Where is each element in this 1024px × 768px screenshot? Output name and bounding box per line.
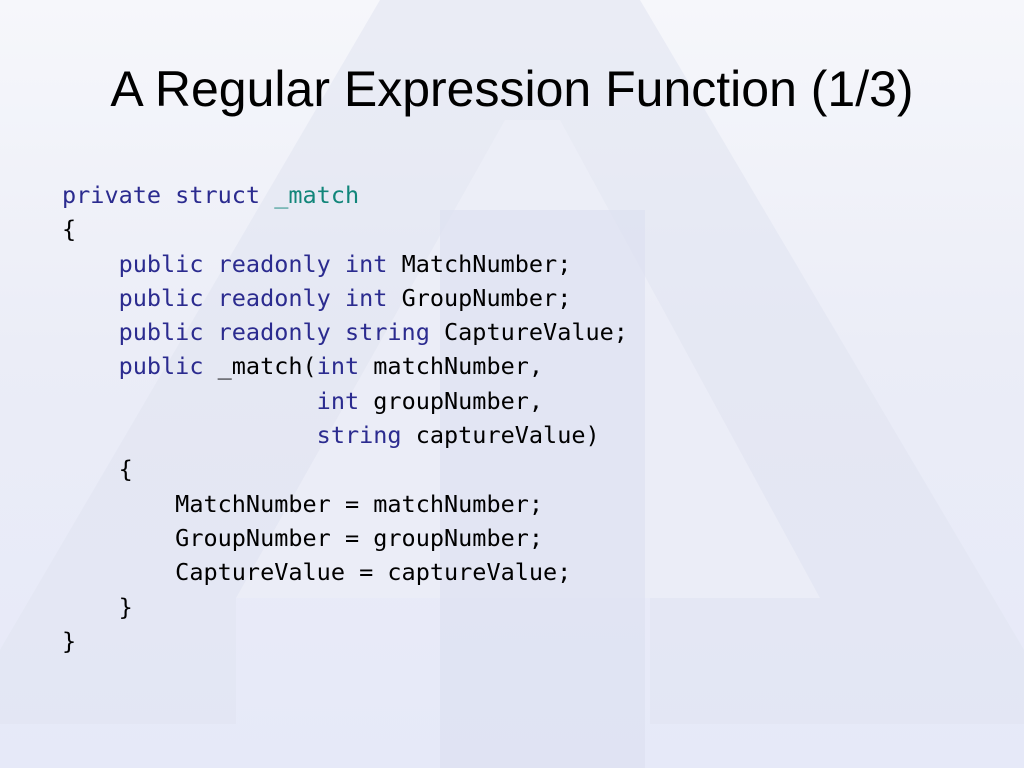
code-line: public readonly int GroupNumber; [62, 281, 628, 315]
code-line: } [62, 624, 628, 658]
code-text [62, 421, 317, 449]
code-keyword: int [316, 352, 360, 381]
code-text [62, 284, 119, 312]
code-text: MatchNumber; [387, 249, 572, 278]
code-line: { [62, 212, 628, 246]
code-text: groupNumber, [359, 386, 544, 415]
code-text: CaptureValue; [429, 318, 628, 347]
code-text [62, 387, 317, 415]
code-text: } [62, 592, 133, 621]
code-keyword: string [316, 421, 402, 450]
code-text: { [62, 455, 133, 484]
code-keyword: public readonly string [118, 318, 430, 347]
code-text: } [62, 626, 77, 655]
code-keyword: public [118, 352, 204, 381]
code-line: MatchNumber = matchNumber; [62, 487, 628, 521]
code-block: private struct _match { public readonly i… [62, 178, 628, 658]
code-type-name: _match [274, 181, 360, 209]
code-line: CaptureValue = captureValue; [62, 555, 628, 589]
code-text [62, 318, 119, 346]
code-text [62, 250, 119, 278]
code-line: int groupNumber, [62, 384, 628, 418]
code-text [62, 352, 119, 380]
code-keyword: int [316, 386, 360, 415]
code-line: } [62, 590, 628, 624]
code-text: { [62, 215, 77, 244]
code-text: _match( [203, 352, 317, 381]
code-text: matchNumber, [359, 352, 544, 381]
code-line: { [62, 452, 628, 486]
code-line: public readonly int MatchNumber; [62, 247, 628, 281]
code-keyword: public readonly int [118, 249, 388, 278]
code-text: MatchNumber = matchNumber; [62, 489, 544, 518]
code-text: captureValue) [401, 421, 600, 450]
code-text: GroupNumber; [387, 283, 572, 312]
code-line: private struct _match [62, 178, 628, 212]
code-line: public _match(int matchNumber, [62, 349, 628, 383]
code-text: GroupNumber = groupNumber; [62, 523, 544, 552]
code-line: GroupNumber = groupNumber; [62, 521, 628, 555]
code-text: CaptureValue = captureValue; [62, 558, 572, 587]
code-keyword: private struct [62, 181, 275, 209]
code-line: string captureValue) [62, 418, 628, 452]
code-keyword: public readonly int [118, 283, 388, 312]
slide-title: A Regular Expression Function (1/3) [110, 61, 914, 117]
code-line: public readonly string CaptureValue; [62, 315, 628, 349]
